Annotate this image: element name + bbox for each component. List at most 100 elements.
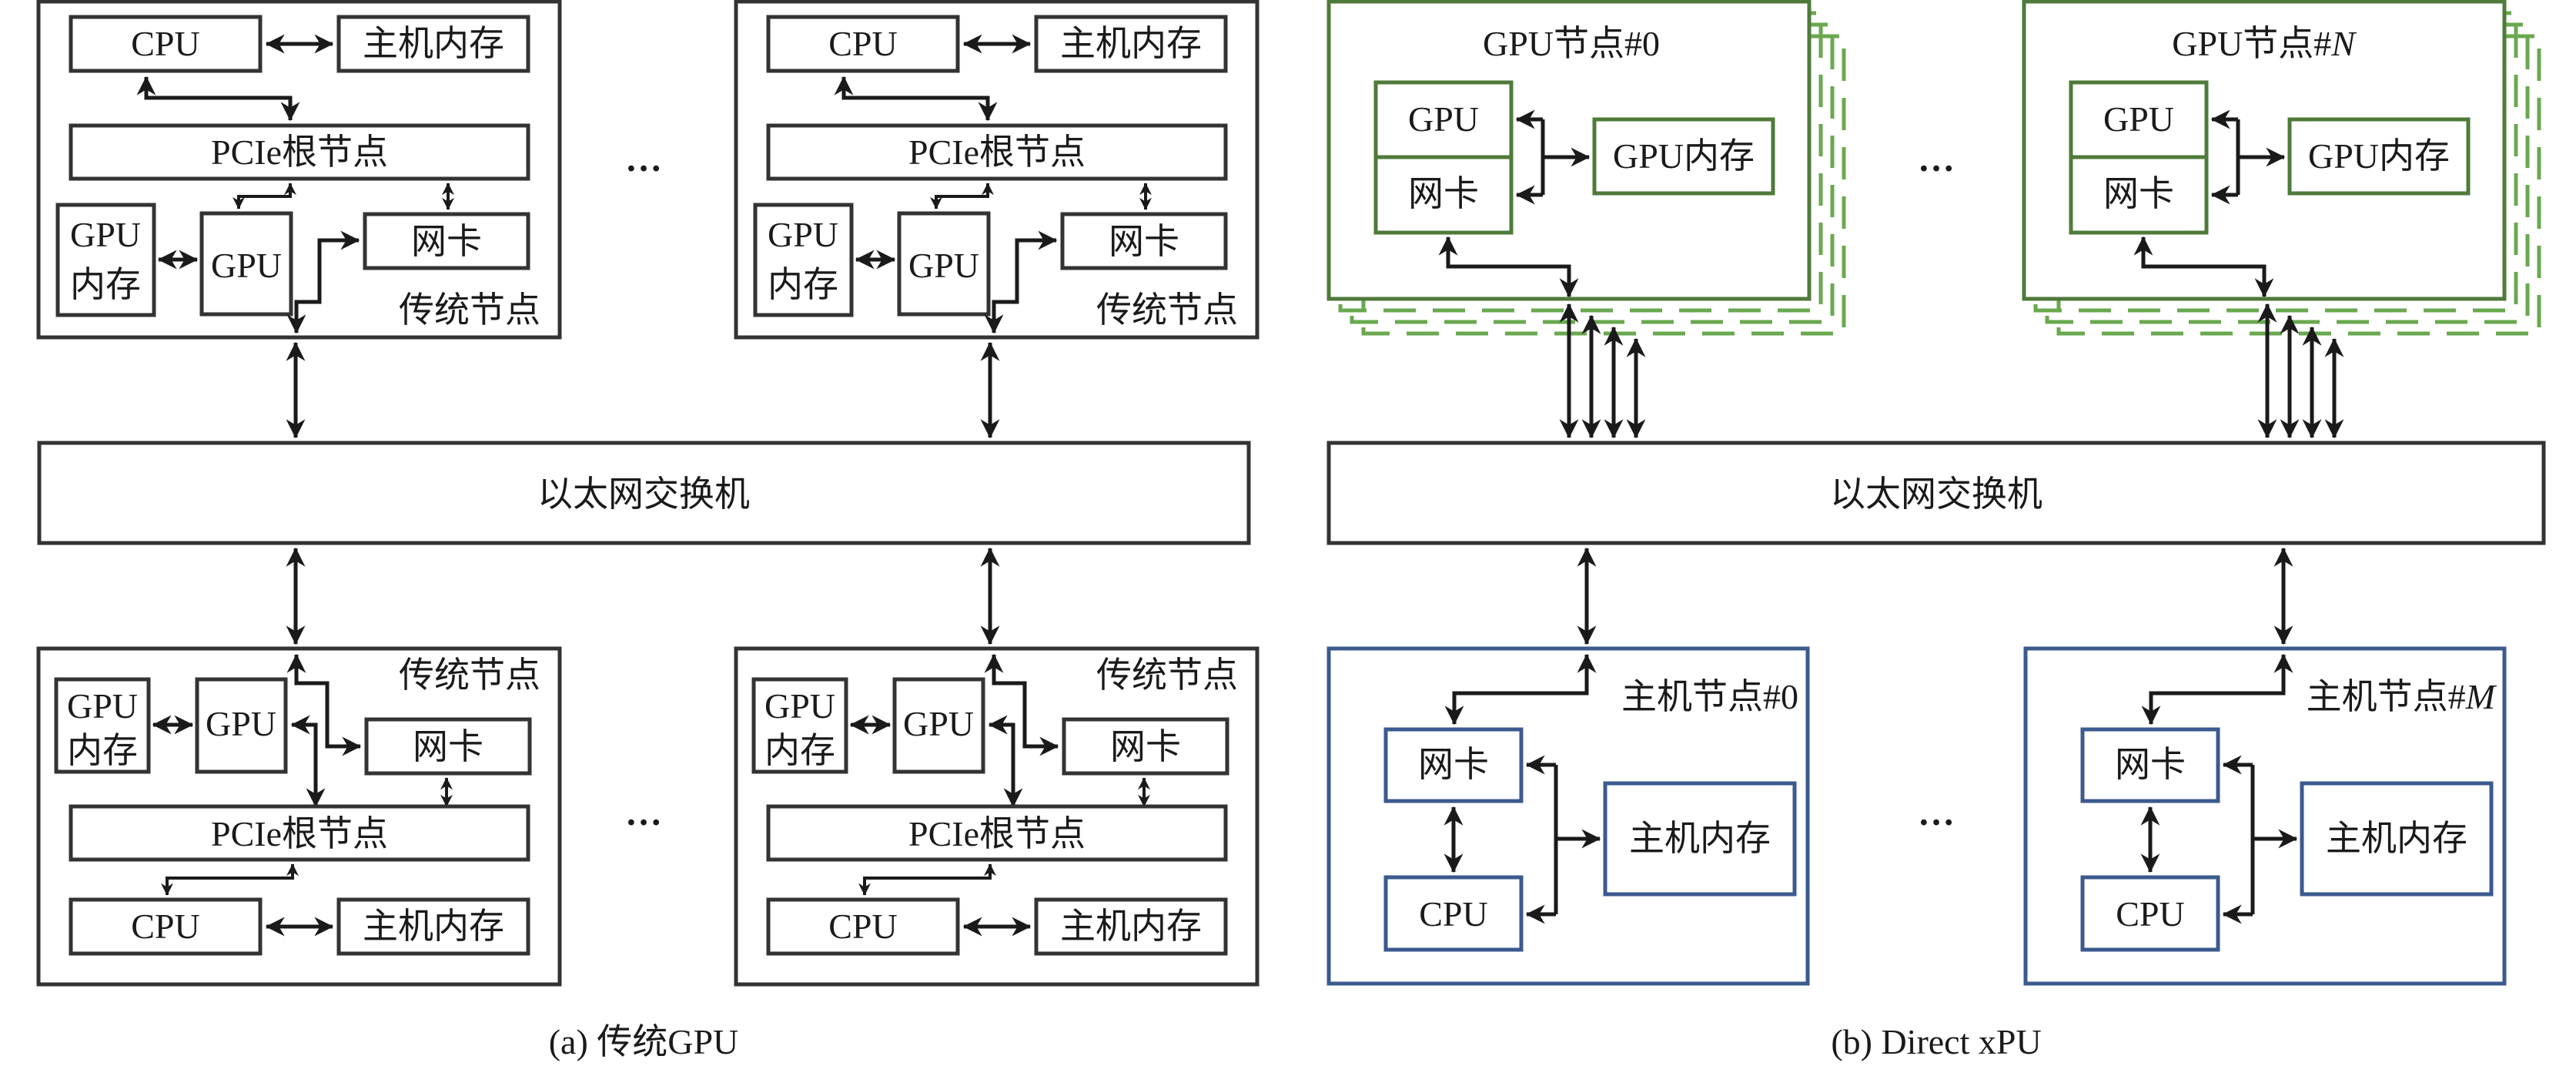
gpu-box <box>892 677 985 774</box>
caption-a: (a) 传统GPU <box>549 1022 739 1061</box>
nic-label: 网卡 <box>413 727 483 766</box>
gpu-label: GPU <box>2103 99 2174 139</box>
gpu-memory-box <box>1592 117 1775 196</box>
pcie-root-box <box>69 123 530 181</box>
host-memory-box <box>1603 781 1797 897</box>
gpu-label: GPU <box>206 704 276 743</box>
gpu-label: GPU <box>211 246 282 285</box>
cpu-box <box>1383 875 1524 952</box>
nic-box <box>1060 212 1228 270</box>
host-memory-box <box>336 897 530 956</box>
host-node-title: 主机节点#M <box>2307 677 2497 716</box>
pcie-cpu-link <box>858 863 996 896</box>
gpu-memory-label-2: 内存 <box>70 265 141 304</box>
host-memory-box <box>1034 15 1228 73</box>
nic-uplink <box>984 653 1059 756</box>
host-memory-label: 主机内存 <box>1060 907 1202 946</box>
cpu-label: CPU <box>828 907 897 946</box>
cpu-label: CPU <box>131 24 199 63</box>
host-memory-box <box>336 15 530 73</box>
gpu-pcie-link <box>988 715 1023 808</box>
ellipsis-b-top: … <box>1918 139 1955 179</box>
host-memory-label: 主机内存 <box>2326 819 2467 858</box>
nic-uplink <box>1438 236 1579 298</box>
cpu-pcie-link <box>834 75 998 122</box>
nic-label: 网卡 <box>1109 222 1179 261</box>
host-node-title-index: M <box>2465 677 2497 716</box>
gpu-memory-label-2: 内存 <box>764 731 835 770</box>
gpu-box <box>897 211 991 317</box>
ethernet-switch-b-label: 以太网交换机 <box>1830 474 2042 514</box>
nic-label: 网卡 <box>1408 174 1479 213</box>
pcie-root-box <box>766 804 1228 862</box>
ellipsis-a-top: … <box>625 139 662 179</box>
cpu-label: CPU <box>131 907 199 946</box>
nic-uplink <box>286 653 362 756</box>
nic-uplink <box>2141 653 2293 726</box>
ethernet-switch-a: 以太网交换机 <box>37 441 1251 545</box>
pcie-root-box <box>69 804 530 862</box>
nic-label: 网卡 <box>2115 745 2186 784</box>
gpu-box <box>1373 80 1514 159</box>
gpu-label: GPU <box>908 246 979 285</box>
pcie-root-label: PCIe根节点 <box>908 132 1086 172</box>
gpu-memory-label-1: GPU <box>768 215 838 254</box>
host-memory-label: 主机内存 <box>1060 24 1202 63</box>
gpu-node-title-index: 0 <box>1642 24 1660 63</box>
nic-box <box>1373 155 1514 235</box>
nic-uplink <box>1444 653 1597 726</box>
pcie-root-label: PCIe根节点 <box>211 814 388 853</box>
host-node-title-index: 0 <box>1781 677 1798 716</box>
ellipsis-a-bottom: … <box>625 793 662 833</box>
cpu-box <box>766 15 960 73</box>
host-node-title-prefix: 主机节点# <box>1621 677 1781 716</box>
pcie-root-label: PCIe根节点 <box>211 132 388 172</box>
host-memory-label: 主机内存 <box>363 907 504 946</box>
gpu-memory-box <box>54 677 151 774</box>
gpu-node-title-prefix: GPU节点# <box>2172 24 2331 63</box>
gpu-node-title: GPU节点#N <box>2172 24 2357 63</box>
cpu-label: CPU <box>1419 894 1487 934</box>
node-label: 传统节点 <box>1096 655 1238 695</box>
gpu-node-title-prefix: GPU节点# <box>1483 24 1642 63</box>
nic-label: 网卡 <box>1418 745 1489 784</box>
cpu-pcie-link <box>136 75 300 122</box>
cpu-box <box>69 897 263 956</box>
gpu-memory-label-1: GPU <box>764 686 835 726</box>
pcie-root-label: PCIe根节点 <box>908 814 1086 853</box>
pcie-gpu-link <box>233 183 296 210</box>
gpu-memory-label-1: GPU <box>67 686 138 726</box>
gpu-memory-box <box>751 677 848 774</box>
gpu-memory-label: GPU内存 <box>2308 136 2450 176</box>
nic-label: 网卡 <box>1110 727 1181 766</box>
gpu-pcie-link <box>290 715 326 808</box>
host-memory-label: 主机内存 <box>363 24 504 63</box>
ellipsis-b-bottom: … <box>1918 793 1955 833</box>
nic-box <box>363 212 530 270</box>
gpu-memory-label: GPU内存 <box>1613 136 1755 176</box>
ethernet-switch-b: 以太网交换机 <box>1326 441 2546 545</box>
gpu-node-title-index: N <box>2330 24 2357 63</box>
node-label: 传统节点 <box>399 655 540 695</box>
host-node-title-prefix: 主机节点# <box>2307 677 2466 716</box>
pcie-cpu-link <box>161 863 299 896</box>
ethernet-switch-a-label: 以太网交换机 <box>537 474 750 514</box>
nic-box <box>1062 717 1229 776</box>
gpu-box <box>195 677 288 774</box>
cpu-box <box>2080 875 2220 952</box>
ethernet-switch-a-box <box>37 441 1251 545</box>
nic-label: 网卡 <box>411 222 482 261</box>
nic-box <box>2080 727 2220 803</box>
ethernet-switch-b-box <box>1326 441 2546 545</box>
gpu-node-title: GPU节点#0 <box>1483 24 1660 63</box>
node-label: 传统节点 <box>399 290 540 330</box>
